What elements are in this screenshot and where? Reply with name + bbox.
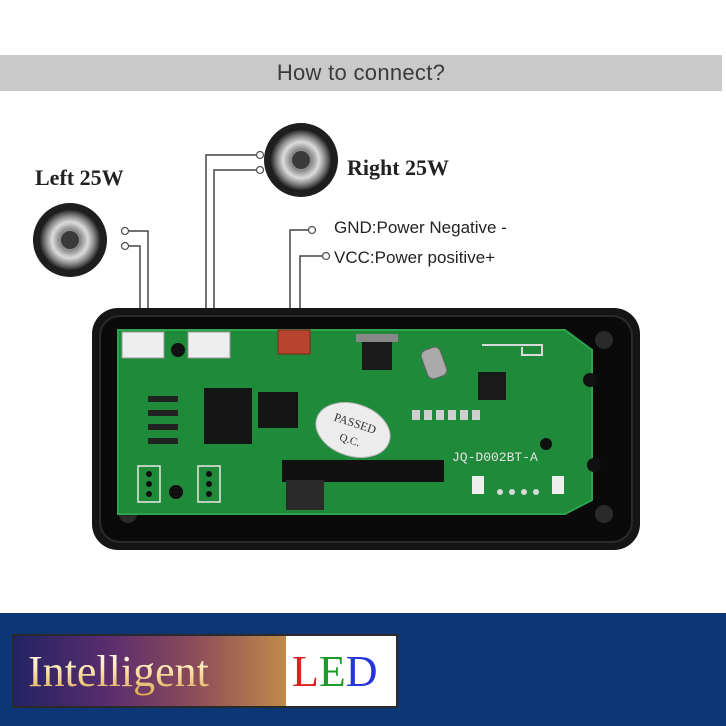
brand-word-led: LED — [292, 647, 378, 696]
module-illustration: PASSED Q.C. JQ-D002BT-A — [33, 123, 640, 550]
left-speaker-label: Left 25W — [35, 165, 124, 190]
left-speaker-icon — [33, 203, 107, 277]
wire-terminal-icons — [120, 150, 331, 261]
connection-wires — [129, 154, 322, 312]
header-banner: How to connect? — [0, 55, 722, 91]
qc-passed-sticker: PASSED Q.C. — [315, 402, 391, 458]
board-model-text: JQ-D002BT-A — [452, 450, 538, 465]
brand-logo: Intelligent LED — [12, 634, 398, 708]
right-speaker-label: Right 25W — [347, 155, 450, 180]
gnd-label: GND:Power Negative - — [334, 218, 507, 237]
right-speaker-icon — [264, 123, 338, 197]
brand-word-intelligent: Intelligent — [28, 647, 209, 696]
vcc-label: VCC:Power positive+ — [334, 248, 496, 267]
header-title: How to connect? — [276, 60, 446, 85]
